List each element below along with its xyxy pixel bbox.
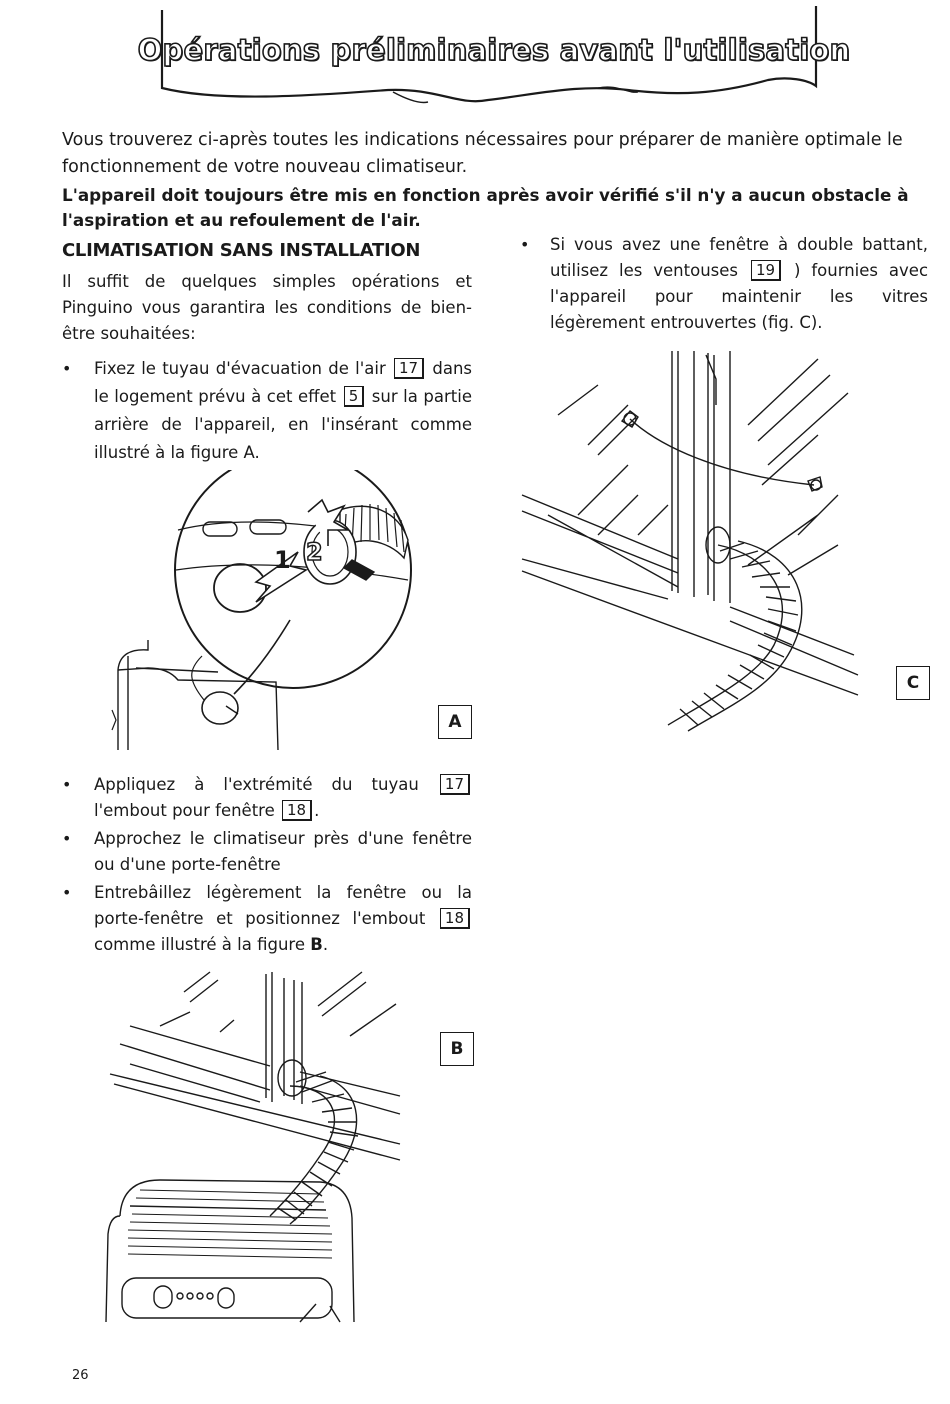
figure-c-illustration bbox=[521, 351, 859, 732]
figure-a-step-1: 1 bbox=[274, 546, 291, 574]
steps-list-1: Fixez le tuyau d'évacuation de l'air 17 … bbox=[62, 355, 472, 467]
step-4-text-a: Entrebâillez légèrement la fenêtre ou la… bbox=[94, 883, 472, 928]
title-frame bbox=[160, 6, 818, 104]
figure-c-label: C bbox=[896, 666, 930, 700]
step-5-text-b: ) fournies avec l'appareil pour mainteni… bbox=[550, 261, 929, 332]
figure-a: 1 2 bbox=[108, 451, 418, 760]
step-2-text-b: l'embout pour fenêtre bbox=[94, 801, 275, 820]
intro-warning: L'appareil doit toujours être mis en fon… bbox=[62, 185, 909, 230]
section-lead: Il suffit de quelques simples opérations… bbox=[62, 272, 472, 343]
ref-badge: 17 bbox=[439, 774, 470, 795]
step-4-figure-ref: B bbox=[310, 935, 323, 954]
ref-badge: 19 bbox=[750, 260, 782, 281]
ref-badge: 18 bbox=[282, 800, 313, 821]
step-2: Appliquez à l'extrémité du tuyau 17 l'em… bbox=[62, 772, 472, 824]
figure-b bbox=[100, 966, 420, 1328]
page-title: Opérations préliminaires avant l'utilisa… bbox=[137, 32, 851, 68]
ref-badge: 17 bbox=[394, 358, 425, 379]
step-5-text-a: Si vous avez une fenêtre à double battan… bbox=[550, 235, 928, 280]
section-title: CLIMATISATION SANS INSTALLATION bbox=[62, 240, 421, 261]
steps-list-3: Si vous avez une fenêtre à double battan… bbox=[520, 232, 928, 336]
figure-a-illustration: 1 2 bbox=[111, 451, 412, 751]
title-banner: Opérations préliminaires avant l'utilisa… bbox=[137, 4, 851, 110]
steps-list-2: Appliquez à l'extrémité du tuyau 17 l'em… bbox=[62, 772, 472, 960]
step-4: Entrebâillez légèrement la fenêtre ou la… bbox=[62, 880, 472, 958]
intro-text: Vous trouverez ci-après toutes les indic… bbox=[62, 130, 903, 177]
step-1: Fixez le tuyau d'évacuation de l'air 17 … bbox=[62, 355, 472, 467]
step-3: Approchez le climatiseur près d'une fenê… bbox=[62, 826, 472, 878]
step-1-text-b: dans le logement prévu à cet effet bbox=[94, 359, 473, 406]
ref-badge: 18 bbox=[439, 908, 471, 929]
page-number: 26 bbox=[72, 1368, 89, 1383]
figure-b-label: B bbox=[440, 1032, 474, 1066]
figure-b-illustration bbox=[105, 971, 401, 1323]
left-column: CLIMATISATION SANS INSTALLATION Il suffi… bbox=[62, 240, 472, 467]
figure-c bbox=[518, 345, 862, 735]
figure-a-label: A bbox=[438, 705, 472, 739]
step-4-text-c: . bbox=[322, 935, 329, 954]
step-4-text-b: comme illustré à la figure bbox=[94, 935, 305, 954]
right-column: Si vous avez une fenêtre à double battan… bbox=[520, 232, 928, 336]
step-1-text-a: Fixez le tuyau d'évacuation de l'air bbox=[94, 359, 386, 378]
figure-a-step-2: 2 bbox=[306, 538, 323, 566]
step-5: Si vous avez une fenêtre à double battan… bbox=[520, 232, 928, 336]
step-1-text-c: sur la partie arrière de l'appareil, en … bbox=[94, 387, 472, 462]
step-2-text-c: . bbox=[314, 801, 320, 820]
step-3-text: Approchez le climatiseur près d'une fenê… bbox=[94, 829, 472, 874]
ref-badge: 5 bbox=[343, 386, 365, 407]
step-2-text-a: Appliquez à l'extrémité du tuyau bbox=[94, 775, 419, 794]
intro: Vous trouverez ci-après toutes les indic… bbox=[62, 127, 926, 233]
